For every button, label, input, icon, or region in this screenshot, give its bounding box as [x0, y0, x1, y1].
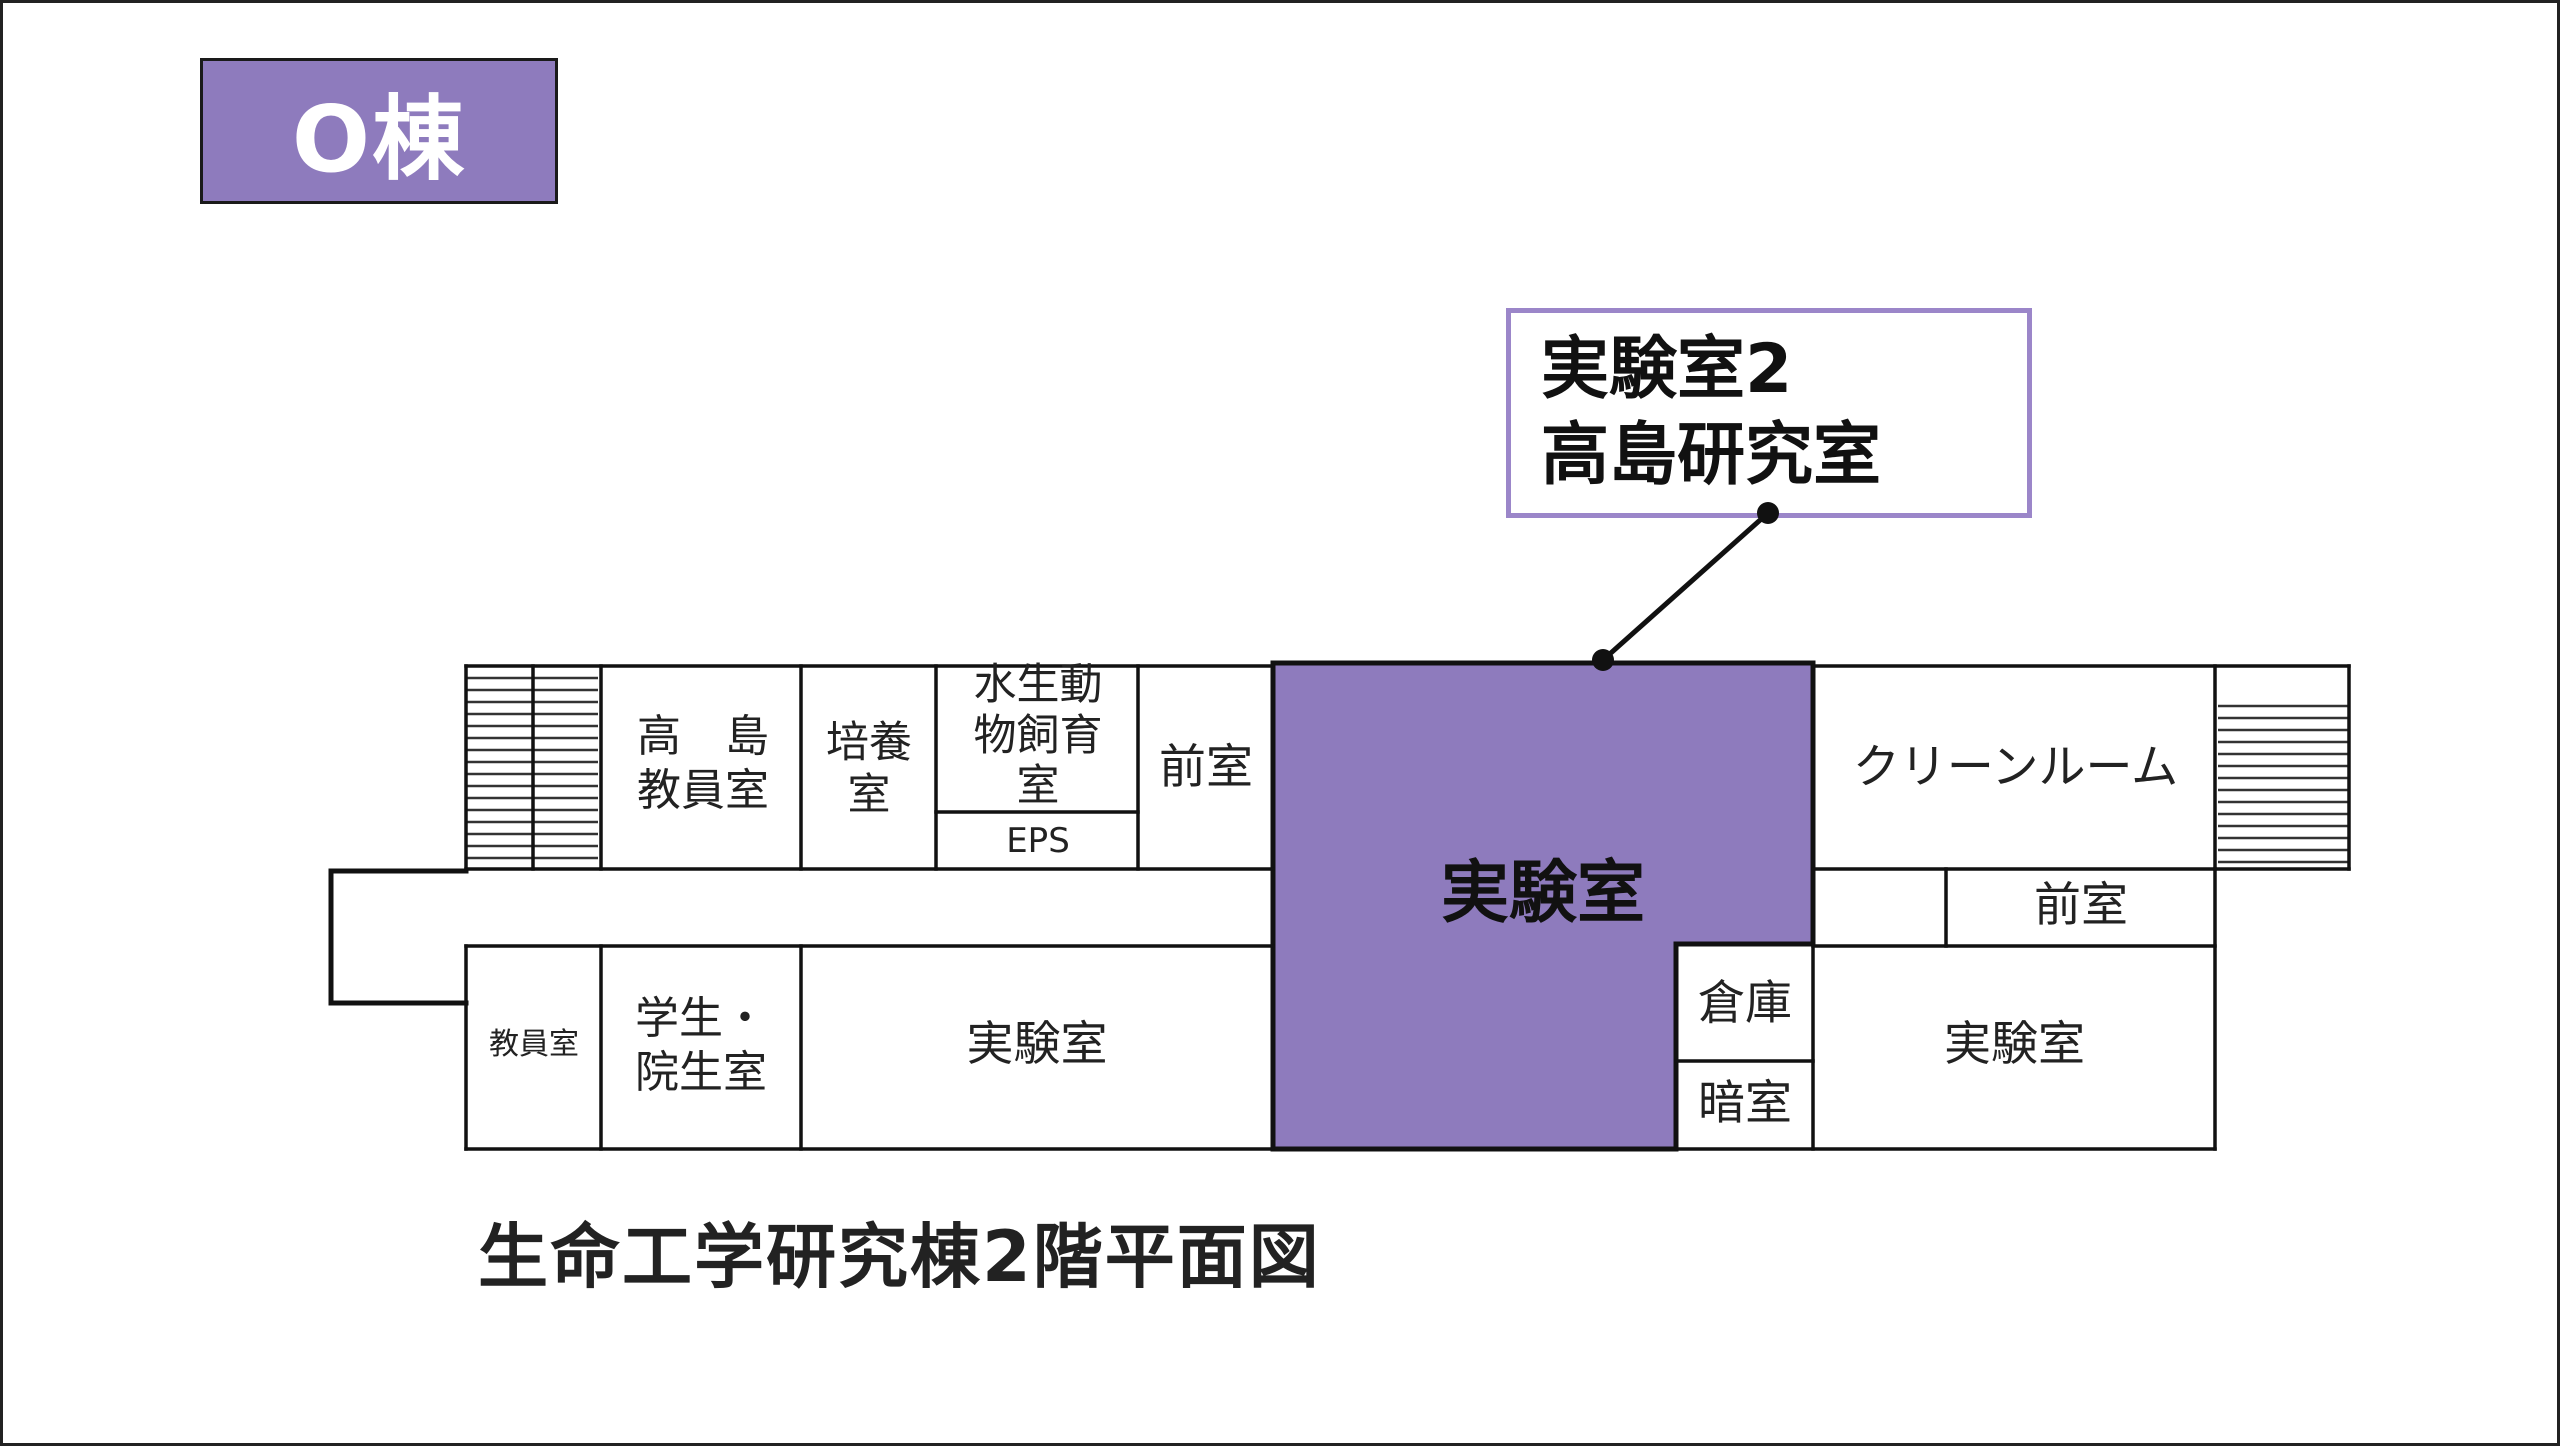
room-label-student-room: 学生・ 院生室 — [603, 992, 799, 1099]
room-label-anteroom-upper: 前室 — [1159, 740, 1253, 795]
room-label-lab-left: 実験室 — [966, 1017, 1108, 1072]
room-label-aquatic-animal: 水生動 物飼育 室 — [941, 660, 1135, 812]
floor-plan-caption: 生命工学研究棟2階平面図 — [478, 1216, 1321, 1298]
room-label-takashima-office: 高 島 教員室 — [608, 710, 798, 817]
room-label-line: 高 島 — [637, 711, 769, 762]
room-label-lab-right: 実験室 — [1944, 1017, 2085, 1072]
floor-plan-walls — [328, 664, 2351, 1151]
room-label-faculty-office: 教員室 — [489, 1027, 579, 1062]
room-label-line: 教員室 — [637, 764, 769, 816]
floor-plan — [328, 502, 2351, 1152]
callout-pointer-line — [1601, 511, 1770, 662]
room-label-darkroom: 暗室 — [1698, 1076, 1792, 1131]
room-label-line: 院生室 — [635, 1046, 767, 1098]
room-label-line: 学生・ — [635, 993, 767, 1044]
room-label-line: 室 — [847, 770, 891, 821]
room-label-line: 水生動 — [973, 660, 1103, 710]
building-tag: O棟 — [200, 58, 558, 204]
stairs-right — [2218, 704, 2349, 864]
callout-pointer-dot-bottom — [1592, 649, 1614, 671]
room-label-highlighted-lab: 実験室 — [1440, 854, 1645, 933]
room-label-eps: EPS — [1006, 821, 1070, 861]
room-label-storage: 倉庫 — [1698, 976, 1792, 1031]
room-label-line: 室 — [1016, 761, 1060, 812]
room-label-clean-room: クリーンルーム — [1852, 740, 2179, 795]
room-label-line: 物飼育 — [973, 710, 1103, 761]
room-label-culture: 培養 室 — [805, 717, 933, 822]
room-label-line: 培養 — [826, 718, 912, 768]
callout-line-2: 高島研究室 — [1541, 416, 1882, 495]
room-label-anteroom-lower: 前室 — [2034, 878, 2128, 933]
callout-line-1: 実験室2 — [1541, 330, 1793, 409]
callout-pointer-dot-top — [1757, 502, 1779, 524]
